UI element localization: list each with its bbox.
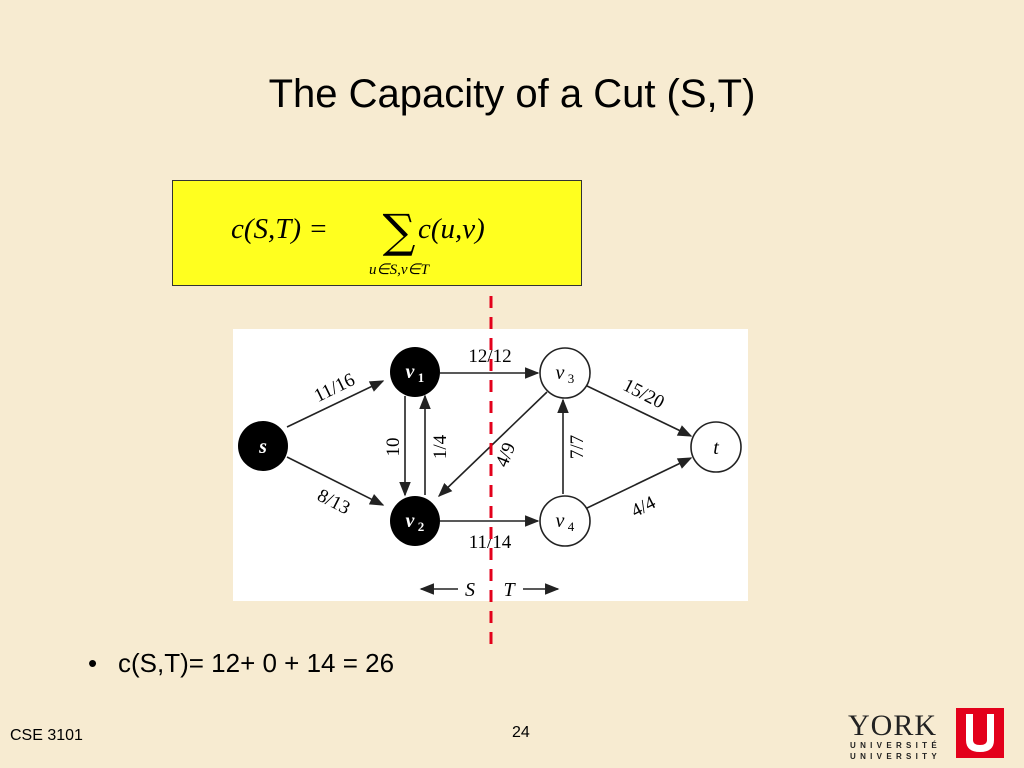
bullet-text: c(S,T)= 12+ 0 + 14 = 26 <box>118 648 395 678</box>
formula-svg: c(S,T) = ∑ c(u,v) u∈S,v∈T <box>231 204 485 278</box>
york-logo: YORK UNIVERSITÉ UNIVERSITY <box>848 706 1018 767</box>
sum-symbol: ∑ <box>383 204 416 258</box>
edge-label-v4-v3: 7/7 <box>567 435 588 459</box>
node-label-s: s <box>258 436 267 458</box>
edge-v3-v2 <box>437 391 548 497</box>
page-number: 24 <box>512 724 530 741</box>
node-sub-v3: 3 <box>568 371 575 386</box>
edge-s-v2 <box>286 456 385 506</box>
york-line1: UNIVERSITÉ <box>850 741 941 750</box>
course-code: CSE 3101 <box>10 727 83 744</box>
node-sub-v2: 2 <box>418 519 425 534</box>
edge-label-v2-v4: 11/14 <box>469 532 512 553</box>
bullet-item: • c(S,T)= 12+ 0 + 14 = 26 <box>88 648 394 679</box>
node-v1: v 1 <box>390 347 440 397</box>
node-v4: v 4 <box>539 495 591 547</box>
node-v3: v 3 <box>539 347 591 399</box>
formula-lhs: c(S,T) = <box>231 213 328 245</box>
york-wordmark: YORK <box>848 709 937 742</box>
bullet-dot: • <box>88 648 98 678</box>
partition-label-t: T <box>503 579 516 601</box>
formula-subscript: u∈S,v∈T <box>369 262 431 278</box>
node-label-v2: v <box>406 510 416 532</box>
node-label-t: t <box>713 437 719 459</box>
edge-s-v1 <box>286 380 385 428</box>
node-label-v3: v <box>556 362 565 384</box>
formula-box: c(S,T) = ∑ c(u,v) u∈S,v∈T <box>172 180 582 286</box>
node-sub-v1: 1 <box>418 370 425 385</box>
node-s: s <box>238 421 288 471</box>
flow-network-svg: 11/16 8/13 10 1/4 12/12 4/9 11/14 7/7 15… <box>238 346 742 601</box>
edge-label-v1-v2: 10 <box>383 438 404 457</box>
edge-label-v2-v1: 1/4 <box>430 434 451 459</box>
node-v2: v 2 <box>390 496 440 546</box>
node-label-v4: v <box>556 510 565 532</box>
edge-label-v1-v3: 12/12 <box>468 346 511 367</box>
york-u-mark <box>956 708 1004 758</box>
edge-v3-t <box>584 384 693 437</box>
node-label-v1: v <box>406 361 416 383</box>
york-line2: UNIVERSITY <box>850 752 941 761</box>
slide-title: The Capacity of a Cut (S,T) <box>268 72 756 116</box>
formula-term: c(u,v) <box>418 213 485 245</box>
node-sub-v4: 4 <box>568 519 575 534</box>
edge-v4-t <box>584 457 693 510</box>
node-t: t <box>690 421 742 473</box>
partition-label-s: S <box>465 579 475 601</box>
